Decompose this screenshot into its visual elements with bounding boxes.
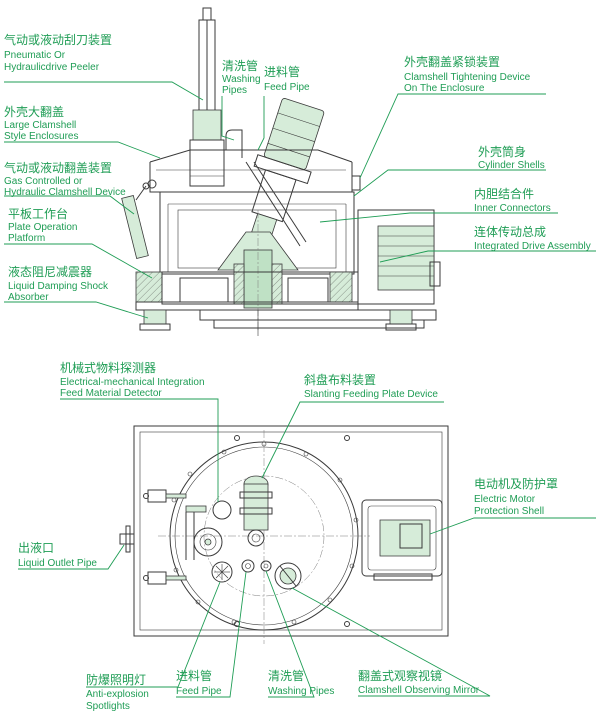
slanting-feed-plan — [239, 475, 273, 547]
plan-view — [119, 425, 449, 644]
svg-text:Style Enclosures: Style Enclosures — [4, 131, 78, 142]
label-peeler: 气动或液动刮刀装置 Pneumatic Or Hydraulicdrive Pe… — [4, 32, 112, 73]
svg-text:外壳筒身: 外壳筒身 — [478, 144, 526, 159]
label-absorber: 液态阻尼减震器 Liquid Damping Shock Absorber — [8, 264, 109, 303]
svg-text:On The Enclosure: On The Enclosure — [404, 83, 485, 94]
label-feed-pipe-top: 进料管 Feed Pipe — [264, 64, 310, 93]
svg-text:斜盘布料装置: 斜盘布料装置 — [304, 372, 376, 387]
svg-text:Large Clamshell: Large Clamshell — [4, 120, 76, 131]
drive-motor-side — [357, 209, 441, 305]
svg-text:Pipes: Pipes — [222, 85, 247, 96]
leader-lines — [4, 81, 596, 698]
svg-text:Hydraulic Clamshell Device: Hydraulic Clamshell Device — [4, 187, 126, 198]
motor-shell-plan — [361, 499, 443, 581]
svg-text:Gas Controlled or: Gas Controlled or — [4, 176, 83, 187]
label-spotlight: 防爆照明灯 Anti-explosion Spotlights — [86, 672, 149, 712]
svg-text:外壳大翻盖: 外壳大翻盖 — [4, 105, 64, 119]
svg-text:进料管: 进料管 — [264, 64, 300, 79]
svg-text:Hydraulicdrive Peeler: Hydraulicdrive Peeler — [4, 62, 100, 73]
svg-text:Washing Pipes: Washing Pipes — [268, 686, 334, 697]
label-feed-pipe-bottom: 进料管 Feed Pipe — [176, 668, 222, 697]
svg-text:进料管: 进料管 — [176, 668, 212, 683]
shock-absorbers — [139, 309, 417, 331]
svg-text:Pneumatic Or: Pneumatic Or — [4, 50, 66, 61]
svg-text:Clamshell Observing Mirror: Clamshell Observing Mirror — [358, 685, 480, 696]
label-motor: 电动机及防护罩 Electric Motor Protection Shell — [474, 476, 558, 517]
observation-mirror — [274, 562, 302, 590]
svg-text:翻盖式观察视镜: 翻盖式观察视镜 — [358, 668, 442, 683]
liquid-outlet-pipe — [119, 525, 135, 553]
svg-text:Spotlights: Spotlights — [86, 701, 130, 712]
svg-text:Liquid Damping Shock: Liquid Damping Shock — [8, 281, 109, 292]
label-washing-pipes-top: 清洗管 Washing Pipes — [222, 58, 261, 96]
tightening-lock — [351, 175, 361, 191]
svg-text:清洗管: 清洗管 — [268, 668, 304, 683]
svg-text:出液口: 出液口 — [18, 540, 54, 555]
label-slanting: 斜盘布料装置 Slanting Feeding Plate Device — [304, 372, 438, 400]
washing-pipe-port — [260, 560, 272, 572]
label-washing-pipes-bottom: 清洗管 Washing Pipes — [268, 668, 334, 697]
spotlight-plan — [211, 561, 233, 583]
peeler-column — [189, 7, 225, 187]
svg-text:气动或液动翻盖装置: 气动或液动翻盖装置 — [4, 160, 112, 175]
label-outlet: 出液口 Liquid Outlet Pipe — [18, 540, 97, 569]
label-inner: 内胆结合件 Inner Connectors — [474, 186, 551, 214]
svg-text:外壳翻盖紧锁装置: 外壳翻盖紧锁装置 — [404, 54, 500, 69]
svg-text:Feed Pipe: Feed Pipe — [264, 82, 310, 93]
feed-pipe-port — [241, 559, 255, 573]
material-detector — [185, 500, 232, 560]
svg-text:防爆照明灯: 防爆照明灯 — [86, 672, 146, 687]
label-mirror: 翻盖式观察视镜 Clamshell Observing Mirror — [358, 668, 480, 696]
label-shell: 外壳筒身 Cylinder Shells — [478, 144, 545, 171]
svg-text:连体传动总成: 连体传动总成 — [474, 224, 546, 239]
svg-text:Inner Connectors: Inner Connectors — [474, 203, 551, 214]
svg-text:Absorber: Absorber — [8, 292, 49, 303]
svg-text:Liquid Outlet Pipe: Liquid Outlet Pipe — [18, 558, 97, 569]
labels: 气动或液动刮刀装置 Pneumatic Or Hydraulicdrive Pe… — [4, 32, 591, 712]
washing-pipe-top — [225, 129, 243, 158]
label-gas: 气动或液动翻盖装置 Gas Controlled or Hydraulic Cl… — [4, 160, 126, 198]
label-enclosure: 外壳大翻盖 Large Clamshell Style Enclosures — [4, 105, 78, 142]
svg-text:Plate Operation: Plate Operation — [8, 222, 78, 233]
svg-text:平板工作台: 平板工作台 — [8, 206, 68, 221]
svg-text:Washing: Washing — [222, 74, 261, 85]
svg-text:液态阻尼减震器: 液态阻尼减震器 — [8, 264, 92, 279]
svg-text:Feed Pipe: Feed Pipe — [176, 686, 222, 697]
svg-text:Electric Motor: Electric Motor — [474, 494, 536, 505]
svg-text:Feed Material Detector: Feed Material Detector — [60, 388, 162, 399]
elevation-view — [121, 7, 441, 336]
svg-text:Protection Shell: Protection Shell — [474, 506, 544, 517]
svg-text:Clamshell Tightening Device: Clamshell Tightening Device — [404, 72, 531, 83]
gas-actuator — [121, 182, 150, 260]
svg-text:气动或液动刮刀装置: 气动或液动刮刀装置 — [4, 32, 112, 47]
label-drive: 连体传动总成 Integrated Drive Assembly — [474, 224, 591, 252]
base-left — [135, 271, 163, 303]
svg-text:Cylinder Shells: Cylinder Shells — [478, 160, 545, 171]
svg-text:机械式物料探测器: 机械式物料探测器 — [60, 360, 156, 375]
clamshell-lid — [149, 149, 353, 163]
label-detector: 机械式物料探测器 Electrical-mechanical Integrati… — [60, 360, 205, 399]
svg-text:电动机及防护罩: 电动机及防护罩 — [474, 476, 558, 491]
svg-text:Electrical-mechanical Integrat: Electrical-mechanical Integration — [60, 377, 205, 388]
svg-text:内胆结合件: 内胆结合件 — [474, 186, 534, 201]
svg-text:清洗管: 清洗管 — [222, 58, 258, 73]
svg-text:Integrated Drive Assembly: Integrated Drive Assembly — [474, 241, 591, 252]
hinge-brackets — [147, 489, 187, 585]
svg-text:Platform: Platform — [8, 233, 45, 244]
svg-text:Anti-explosion: Anti-explosion — [86, 689, 149, 700]
svg-text:Slanting Feeding Plate Device: Slanting Feeding Plate Device — [304, 389, 438, 400]
label-platform: 平板工作台 Plate Operation Platform — [8, 206, 78, 244]
feed-motor-assembly — [247, 98, 325, 249]
label-tightening: 外壳翻盖紧锁装置 Clamshell Tightening Device On … — [404, 54, 531, 94]
